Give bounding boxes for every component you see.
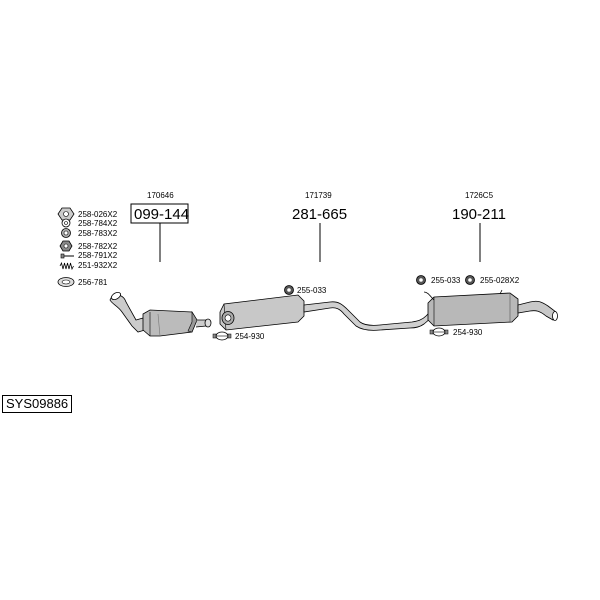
clamp-icon <box>212 331 232 341</box>
system-code-label: SYS09886 <box>2 395 73 413</box>
accessory-label: 256-781 <box>78 278 108 287</box>
group-3-part-number[interactable]: 190-211 <box>452 206 506 223</box>
rubber-mount-icon <box>465 275 475 285</box>
callout-label: 255-033 <box>297 286 327 295</box>
accessory-label: 258-026X2 <box>78 210 118 219</box>
accessory-list: 258-026X2 258-784X2 258-783X2 258-782X2 … <box>57 207 118 287</box>
rubber-mount-icon <box>416 275 426 285</box>
clamp-icon <box>429 327 449 337</box>
callout-label: 254-930 <box>235 332 265 341</box>
spring-icon <box>59 261 74 271</box>
group-3-ref-code: 1726C5 <box>465 191 494 200</box>
accessory-label: 251-932X2 <box>78 261 118 270</box>
group-2-ref-code: 171739 <box>305 191 332 200</box>
rear-silencer[interactable] <box>423 289 558 327</box>
accessory-label: 258-783X2 <box>78 229 118 238</box>
group-1-ref-code: 170646 <box>147 191 174 200</box>
callout-label: 255-033 <box>431 276 461 285</box>
callout-label: 254-930 <box>453 328 483 337</box>
middle-silencer[interactable] <box>219 294 432 331</box>
accessory-label: 258-784X2 <box>78 219 118 228</box>
accessory-label: 258-791X2 <box>78 251 118 260</box>
callout-label: 255-028X2 <box>480 276 520 285</box>
group-2-part-number[interactable]: 281-665 <box>292 206 347 223</box>
accessory-label: 258-782X2 <box>78 242 118 251</box>
bolt-icon <box>60 253 74 259</box>
group-1-part-number[interactable]: 099-144 <box>134 206 189 223</box>
catalytic-converter[interactable] <box>109 291 212 337</box>
rubber-mount-icon <box>284 285 294 295</box>
